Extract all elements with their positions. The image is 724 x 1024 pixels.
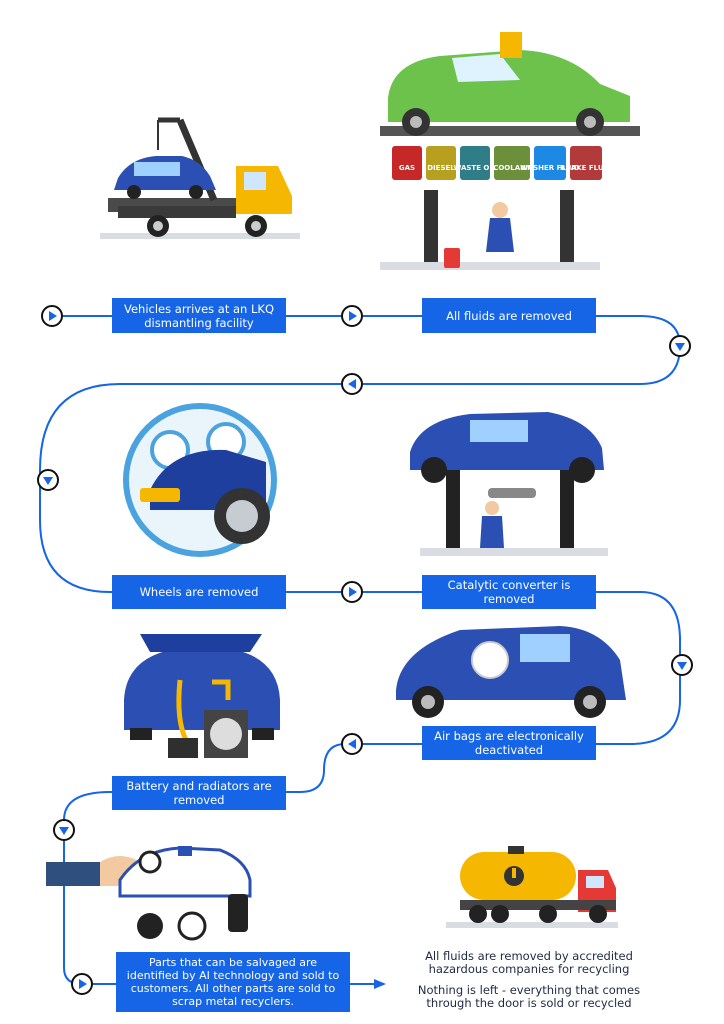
fluid-label-gas: GAS	[399, 164, 415, 172]
marker-right-icon	[71, 973, 93, 995]
marker-left-icon	[341, 373, 363, 395]
tanker-truck-icon	[446, 846, 618, 928]
note-nothing-left: Nothing is left - everything that comes …	[417, 983, 641, 1010]
marker-down-icon	[53, 819, 75, 841]
catalytic-converter-lift-icon	[410, 412, 608, 556]
step-fluids-removed: All fluids are removed	[422, 298, 596, 333]
fluid-label-brake-fluid: BRAKE FLUID	[560, 164, 612, 172]
step-wheels-removed: Wheels are removed	[112, 575, 286, 609]
tow-truck-icon	[100, 117, 300, 239]
arrow-head	[374, 979, 386, 989]
marker-right-icon	[41, 305, 63, 327]
ai-parts-icon	[46, 846, 252, 941]
battery-radiator-icon	[124, 634, 280, 758]
fluid-label-washer-fluid: WASHER FLUID	[520, 164, 580, 172]
step-ai-parts-sold: Parts that can be salvaged are identifie…	[116, 952, 350, 1012]
step-airbags-deactivated: Air bags are electronically deactivated	[422, 726, 596, 760]
step-vehicle-arrives: Vehicles arrives at an LKQ dismantling f…	[112, 298, 286, 333]
note-hazardous-recycling: All fluids are removed by accredited haz…	[425, 949, 633, 976]
fluid-label-coolant: COOLANT	[493, 164, 531, 172]
marker-right-icon	[341, 305, 363, 327]
marker-left-icon	[341, 733, 363, 755]
marker-down-icon	[669, 335, 691, 357]
marker-down-icon	[37, 469, 59, 491]
fluid-drain-lift-icon: GAS DIESEL WASTE OIL COOLANT WASHER FLUI…	[380, 32, 640, 270]
marker-down-icon	[671, 654, 693, 676]
airbag-car-icon	[396, 626, 626, 718]
marker-right-icon	[341, 581, 363, 603]
step-battery-radiators: Battery and radiators are removed	[112, 776, 286, 810]
fluid-label-diesel: DIESEL	[427, 164, 455, 172]
wheel-removal-icon	[123, 403, 277, 557]
step-catalytic-converter: Catalytic converter is removed	[422, 575, 596, 609]
fluid-label-waste-oil: WASTE OIL	[454, 164, 497, 172]
